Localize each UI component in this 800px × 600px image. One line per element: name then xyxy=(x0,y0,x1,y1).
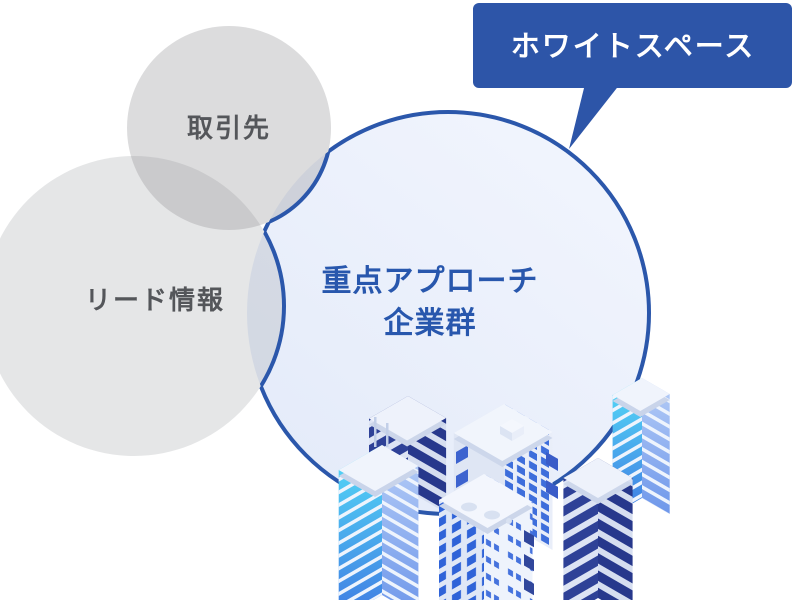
whitespace-callout: ホワイトスペース xyxy=(473,3,792,149)
city-buildings-illustration xyxy=(338,378,670,600)
leads-circle-label: リード情報 xyxy=(85,285,225,315)
leads-circle xyxy=(0,156,284,456)
building-navy-front-right xyxy=(563,458,633,600)
callout-label: ホワイトスペース xyxy=(511,31,756,63)
building-cyan-left xyxy=(338,417,419,600)
target-circle-fill xyxy=(247,112,649,514)
target-circle-outline-notch-left xyxy=(247,154,286,458)
callout-tail xyxy=(569,84,620,149)
callout-bubble xyxy=(473,3,792,88)
target-circle-label-line1: 重点アプローチ xyxy=(322,265,539,298)
building-cyan-right xyxy=(612,378,670,515)
building-white-front xyxy=(439,474,534,600)
accounts-circle xyxy=(127,26,331,230)
accounts-circle-label: 取引先 xyxy=(187,113,271,143)
target-circle-label-line2: 企業群 xyxy=(384,306,477,340)
